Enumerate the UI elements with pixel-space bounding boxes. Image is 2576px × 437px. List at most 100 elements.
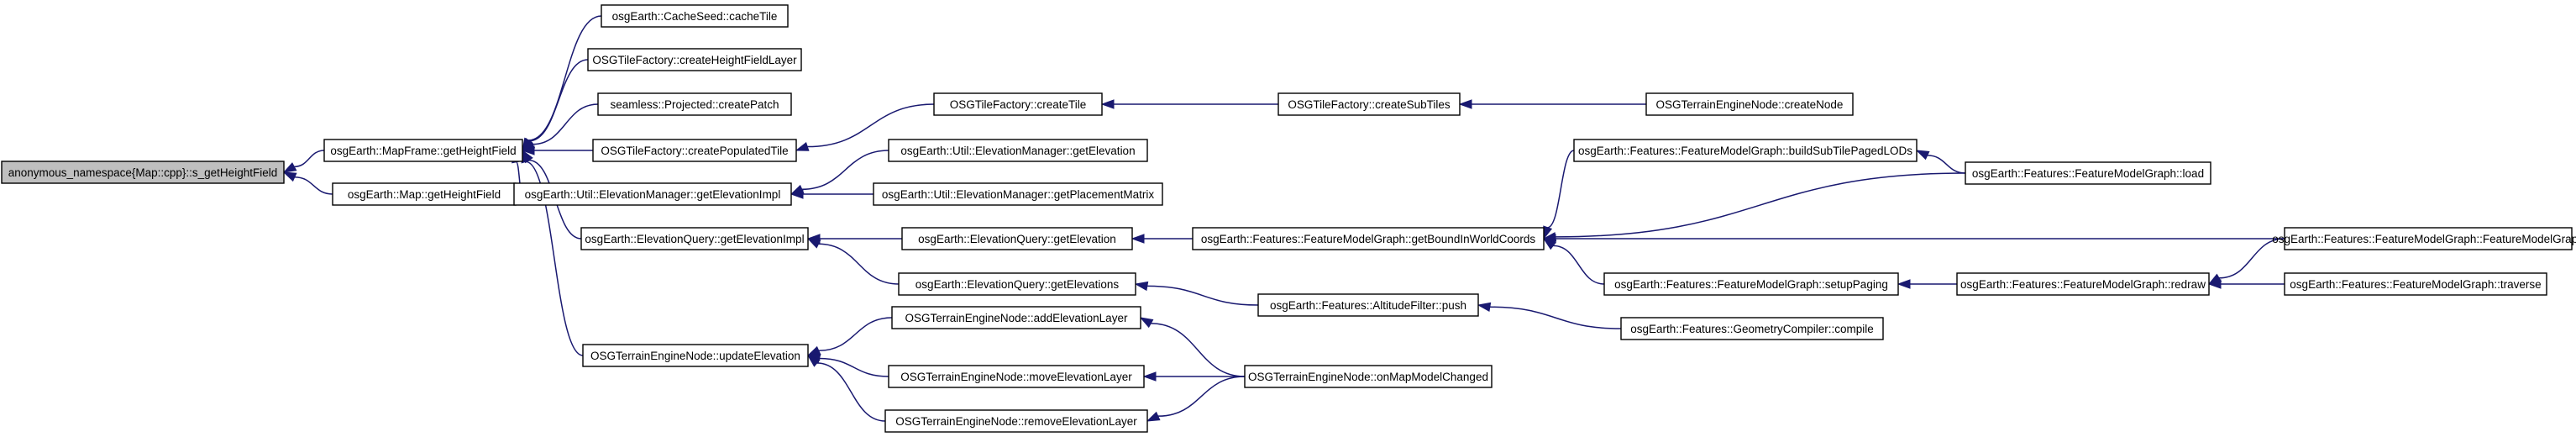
call-edge	[2207, 279, 2285, 289]
call-edge	[806, 234, 902, 244]
edge-arrowhead	[1542, 238, 1557, 250]
edge-line	[818, 243, 900, 285]
node-label: osgEarth::Features::FeatureModelGraph::b…	[1578, 145, 1912, 157]
edge-line	[807, 103, 935, 148]
edge-arrowhead	[1131, 234, 1145, 244]
edge-arrowhead	[1146, 411, 1161, 422]
node-mapframe-getheightfield[interactable]: osgEarth::MapFrame::getHeightField	[323, 139, 523, 162]
call-edge	[1542, 172, 1966, 242]
node-box	[933, 92, 1103, 116]
edge-arrowhead	[806, 238, 821, 249]
edge-arrowhead	[1458, 99, 1472, 109]
call-edge	[522, 59, 589, 152]
node-label: osgEarth::Features::FeatureModelGraph::g…	[1201, 233, 1535, 245]
edge-line	[1489, 306, 1622, 329]
node-label: OSGTileFactory::createPopulatedTile	[601, 145, 788, 157]
node-osgtf-createsubtiles[interactable]: OSGTileFactory::createSubTiles	[1278, 92, 1461, 116]
node-em-getplacementmatrix[interactable]: osgEarth::Util::ElevationManager::getPla…	[873, 182, 1163, 206]
edge-line	[528, 15, 602, 141]
node-box	[1603, 272, 1899, 296]
edge-line	[1927, 155, 1966, 174]
edge-arrowhead	[790, 189, 804, 199]
node-osgtf-createpopulatedtile[interactable]: OSGTileFactory::createPopulatedTile	[592, 139, 797, 162]
edge-line	[819, 357, 889, 377]
node-label: osgEarth::Features::FeatureModelGraph::r…	[1960, 278, 2206, 291]
node-label: OSGTerrainEngineNode::addElevationLayer	[905, 312, 1128, 324]
node-label: osgEarth::Features::FeatureModelGraph::s…	[1614, 278, 1888, 291]
node-box	[1645, 92, 1854, 116]
node-osgten-moveelevationlayer[interactable]: OSGTerrainEngineNode::moveElevationLayer	[888, 365, 1145, 388]
call-edge	[1897, 279, 1958, 289]
node-label: osgEarth::Features::FeatureModelGraph::l…	[1972, 167, 2204, 180]
node-box	[873, 182, 1163, 206]
node-eq-getelevation[interactable]: osgEarth::ElevationQuery::getElevation	[901, 227, 1133, 250]
node-box	[1, 161, 285, 184]
node-box	[513, 182, 792, 206]
node-fmg-buildsubtilepagedlods[interactable]: osgEarth::Features::FeatureModelGraph::b…	[1573, 139, 1918, 162]
call-edge	[1146, 376, 1246, 422]
node-fmg-redraw[interactable]: osgEarth::Features::FeatureModelGraph::r…	[1956, 272, 2210, 296]
node-geometrycompiler-compile[interactable]: osgEarth::Features::GeometryCompiler::co…	[1620, 317, 1884, 340]
node-box	[1965, 161, 2211, 185]
node-label: osgEarth::Util::ElevationManager::getEle…	[525, 188, 781, 201]
node-osgten-updateelevation[interactable]: OSGTerrainEngineNode::updateElevation	[582, 344, 809, 367]
node-osgten-onmapmodelchanged[interactable]: OSGTerrainEngineNode::onMapModelChanged	[1244, 365, 1493, 388]
node-label: osgEarth::CacheSeed::cacheTile	[612, 10, 778, 23]
call-edge	[806, 355, 886, 422]
node-altitudefilter-push[interactable]: osgEarth::Features::AltitudeFilter::push	[1257, 293, 1479, 317]
node-osgten-removeelevationlayer[interactable]: OSGTerrainEngineNode::removeElevationLay…	[884, 409, 1148, 433]
call-nodes: anonymous_namespace{Map::cpp}::s_getHeig…	[1, 4, 2576, 433]
call-edge	[521, 149, 584, 356]
node-label: OSGTileFactory::createSubTiles	[1288, 98, 1451, 111]
node-osgten-createnode[interactable]: OSGTerrainEngineNode::createNode	[1645, 92, 1854, 116]
node-box	[1278, 92, 1461, 116]
call-edge	[1134, 281, 1259, 306]
node-label: osgEarth::Util::ElevationManager::getEle…	[900, 145, 1135, 157]
node-s-getheightfield[interactable]: anonymous_namespace{Map::cpp}::s_getHeig…	[1, 161, 285, 184]
node-label: OSGTerrainEngineNode::removeElevationLay…	[895, 415, 1137, 428]
node-box	[592, 139, 797, 162]
edge-line	[1547, 150, 1575, 229]
node-label: OSGTerrainEngineNode::onMapModelChanged	[1248, 371, 1488, 383]
call-edge	[1542, 234, 2285, 244]
node-fmg-setuppaging[interactable]: osgEarth::Features::FeatureModelGraph::s…	[1603, 272, 1899, 296]
node-fmg-featuremodelgraph[interactable]: osgEarth::Features::FeatureModelGraph::F…	[2272, 227, 2576, 250]
edge-line	[2218, 238, 2285, 279]
node-box	[582, 344, 809, 367]
edge-arrowhead	[1915, 150, 1930, 161]
node-fmg-load[interactable]: osgEarth::Features::FeatureModelGraph::l…	[1965, 161, 2211, 185]
node-eq-getelevations[interactable]: osgEarth::ElevationQuery::getElevations	[898, 272, 1136, 296]
node-box	[2284, 227, 2573, 250]
node-cacheseed-cachetile[interactable]: osgEarth::CacheSeed::cacheTile	[601, 4, 789, 28]
edge-arrowhead	[2207, 279, 2222, 289]
call-edge	[806, 317, 893, 356]
node-box	[888, 365, 1145, 388]
call-edge	[1477, 302, 1622, 329]
node-eq-getelevationimpl[interactable]: osgEarth::ElevationQuery::getElevationIm…	[580, 227, 809, 250]
node-fmg-traverse[interactable]: osgEarth::Features::FeatureModelGraph::t…	[2284, 272, 2547, 296]
node-osgten-addelevationlayer[interactable]: OSGTerrainEngineNode::addElevationLayer	[891, 306, 1141, 329]
edge-line	[529, 59, 589, 142]
call-edge	[1543, 150, 1575, 240]
edge-line	[294, 150, 325, 168]
node-seamless-createpatch[interactable]: seamless::Projected::createPatch	[597, 92, 792, 116]
node-box	[1244, 365, 1493, 388]
node-label: osgEarth::Features::GeometryCompiler::co…	[1630, 323, 1874, 335]
node-em-getelevation[interactable]: osgEarth::Util::ElevationManager::getEle…	[888, 139, 1148, 162]
node-osgtf-createtile[interactable]: OSGTileFactory::createTile	[933, 92, 1103, 116]
node-map-getheightfield[interactable]: osgEarth::Map::getHeightField	[332, 182, 517, 206]
call-edge	[522, 15, 602, 152]
call-edge	[521, 103, 599, 151]
call-edge	[1139, 317, 1246, 377]
node-em-getelevationimpl[interactable]: osgEarth::Util::ElevationManager::getEle…	[513, 182, 792, 206]
node-box	[898, 272, 1136, 296]
node-box	[323, 139, 523, 162]
node-box	[901, 227, 1133, 250]
node-osgtf-createheightfieldlayer[interactable]: OSGTileFactory::createHeightFieldLayer	[587, 48, 802, 71]
edge-line	[1555, 172, 1966, 238]
call-edge	[795, 103, 935, 151]
call-edge	[282, 150, 325, 173]
node-fmg-getboundinworldcoords[interactable]: osgEarth::Features::FeatureModelGraph::g…	[1192, 227, 1545, 250]
node-label: OSGTileFactory::createTile	[950, 98, 1087, 111]
